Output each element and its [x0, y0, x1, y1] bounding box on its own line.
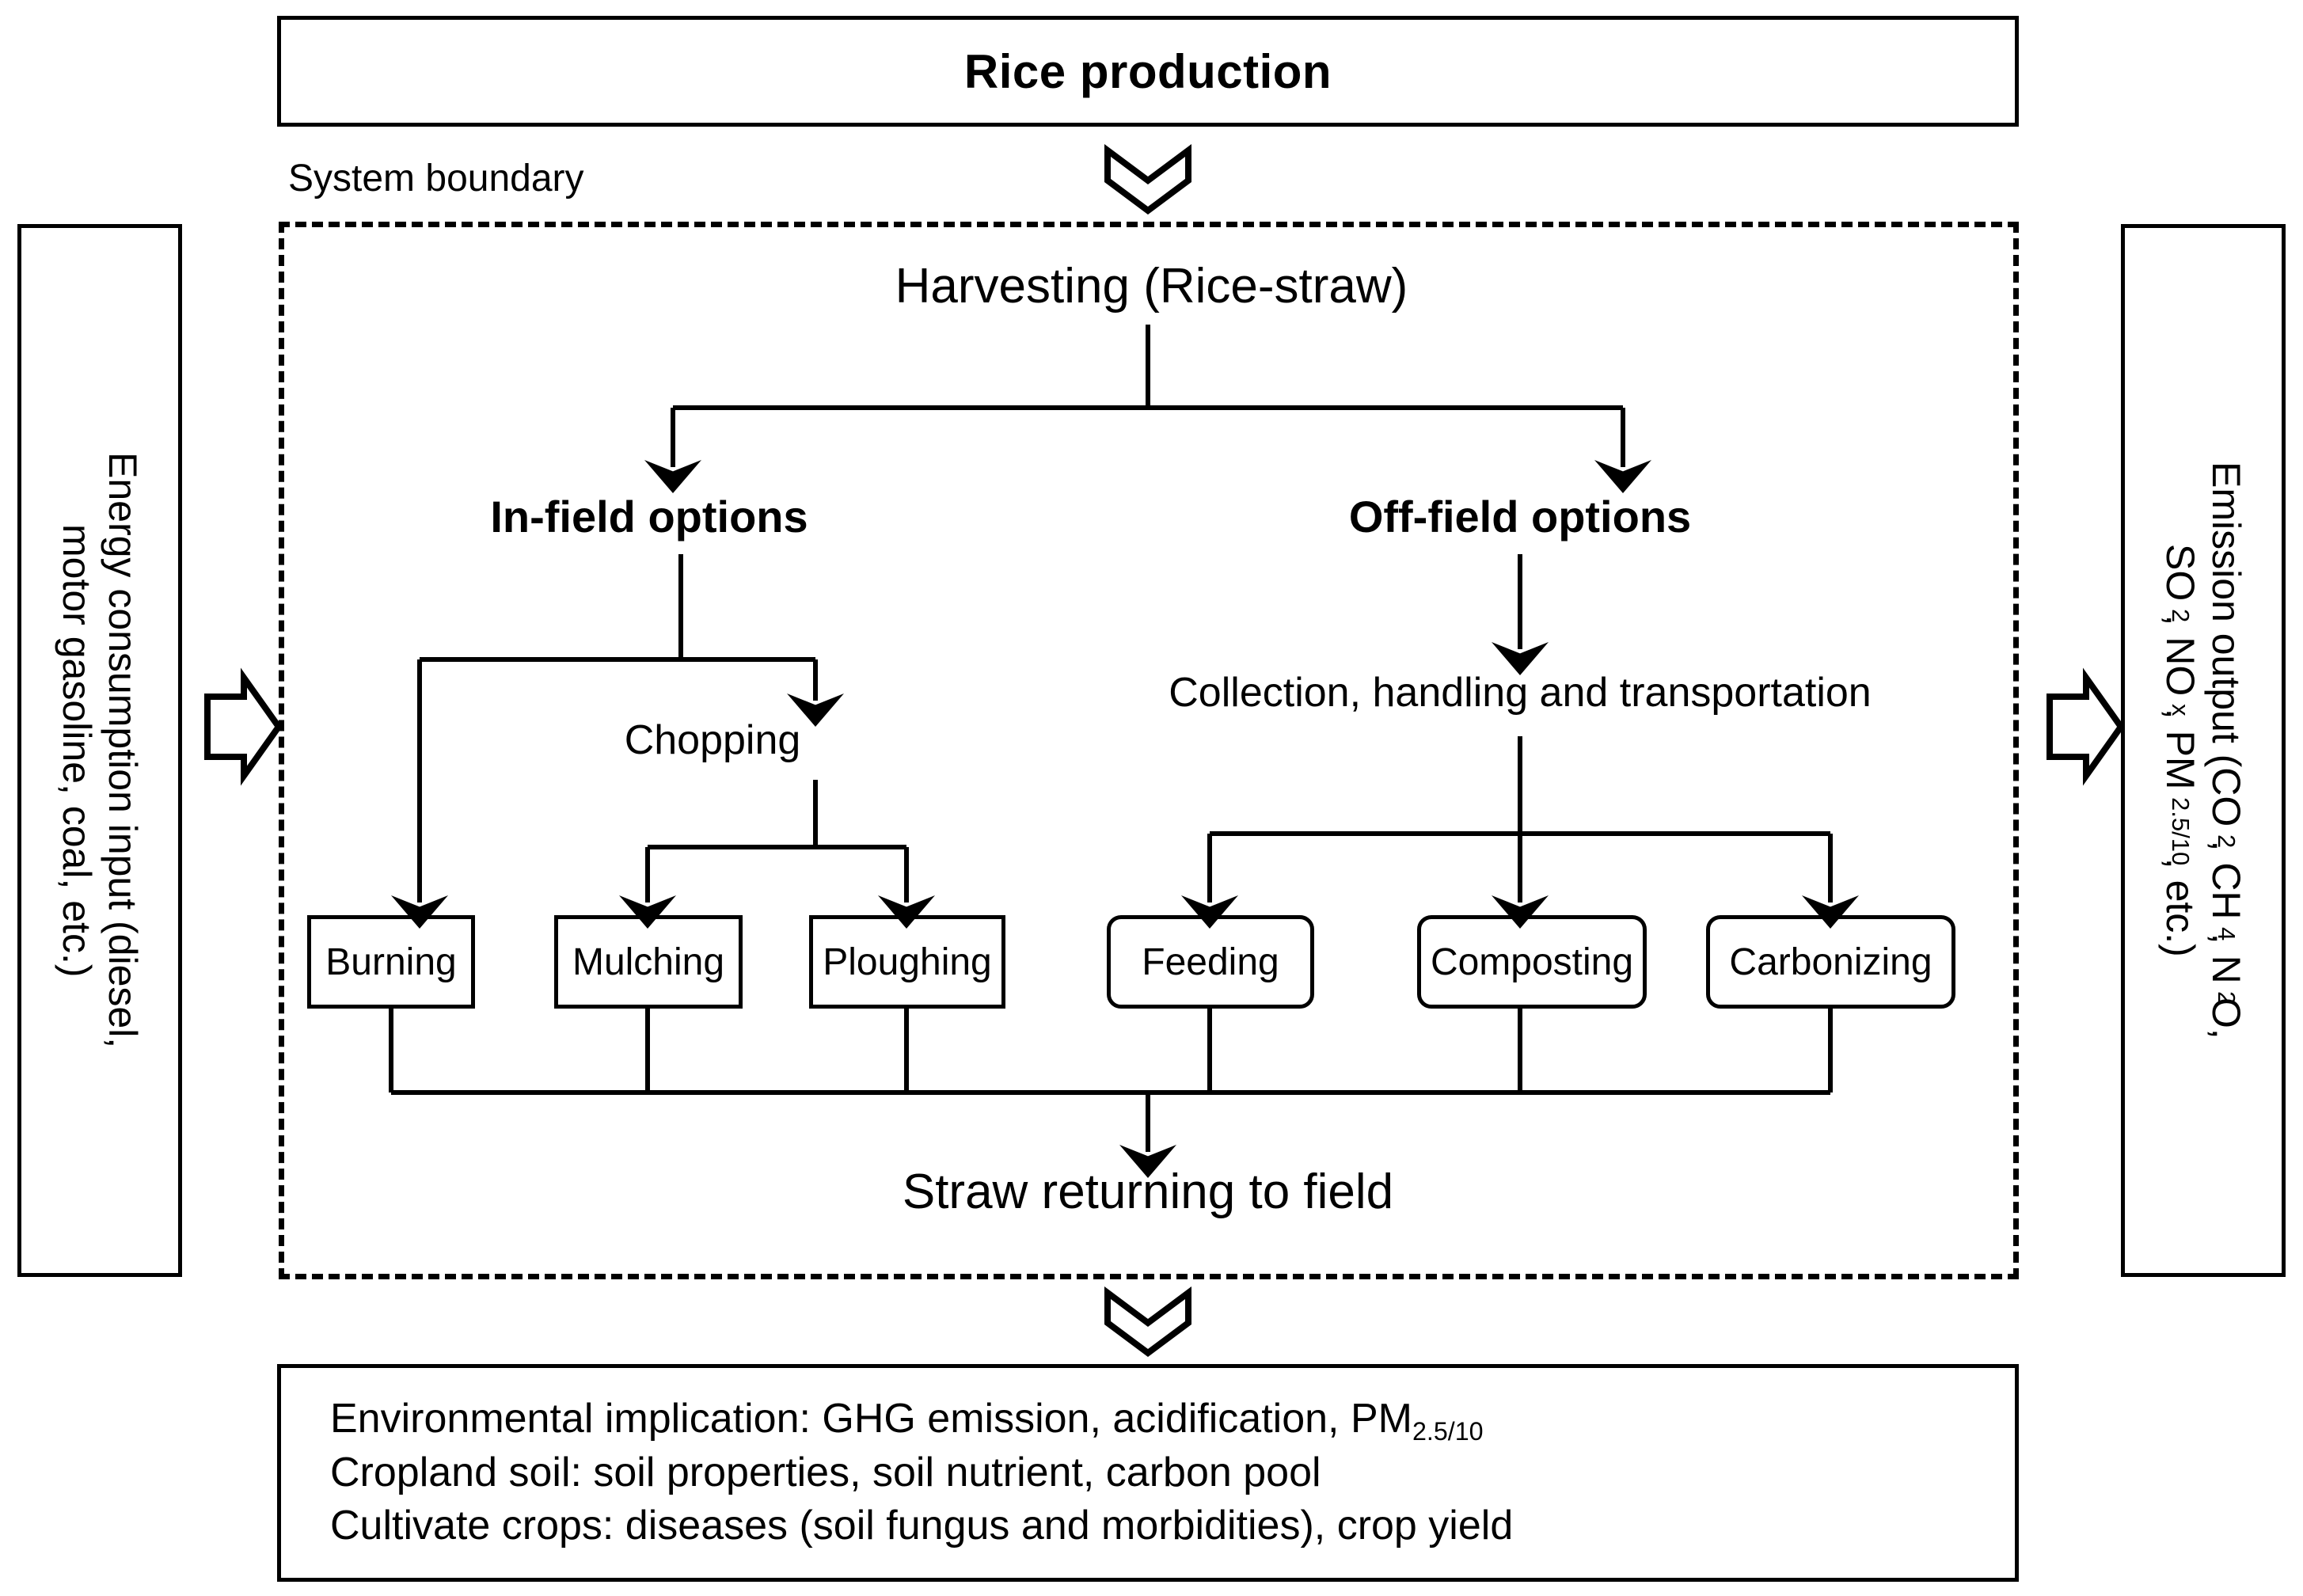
- process-label: Carbonizing: [1729, 940, 1932, 983]
- emission-output-panel: Emission output (CO2, CH4, N2O, SO2, NOx…: [2121, 224, 2286, 1277]
- straw-returning-label: Straw returning to field: [902, 1165, 1394, 1219]
- block-arrow-right-icon-right: [2046, 667, 2125, 786]
- process-box-ploughing: Ploughing: [809, 915, 1005, 1009]
- rice-production-label: Rice production: [963, 44, 1332, 98]
- emission-output-line-1: Emission output (CO2, CH4, N2O,: [2204, 462, 2248, 1039]
- implications-box: Environmental implication: GHG emission,…: [277, 1364, 2019, 1582]
- process-box-composting: Composting: [1417, 915, 1647, 1009]
- in-field-options-label: In-field options: [490, 492, 808, 542]
- system-boundary-label: System boundary: [288, 158, 584, 200]
- emission-output-text: Emission output (CO2, CH4, N2O, SO2, NOx…: [2157, 462, 2249, 1039]
- chopping-label: Chopping: [624, 717, 801, 763]
- emission-output-line-2: SO2, NOx, PM2.5/10, etc.): [2158, 544, 2202, 957]
- process-box-mulching: Mulching: [554, 915, 743, 1009]
- implications-text: Environmental implication: GHG emission,…: [281, 1393, 1513, 1553]
- chevron-down-icon-top: [1104, 144, 1191, 215]
- process-box-feeding: Feeding: [1107, 915, 1314, 1009]
- process-label: Ploughing: [823, 940, 992, 983]
- process-box-carbonizing: Carbonizing: [1706, 915, 1955, 1009]
- process-label: Feeding: [1142, 940, 1279, 983]
- process-label: Burning: [325, 940, 457, 983]
- rice-production-box: Rice production: [277, 16, 2019, 127]
- implications-line-2: Cropland soil: soil properties, soil nut…: [330, 1449, 1321, 1495]
- energy-input-line-1: Energy consumption input (diesel,: [101, 452, 145, 1049]
- chevron-down-icon-bottom: [1104, 1286, 1191, 1357]
- energy-input-text: Energy consumption input (diesel, motor …: [54, 452, 146, 1048]
- system-boundary-box: [279, 222, 2019, 1279]
- implications-line-1: Environmental implication: GHG emission,…: [330, 1396, 1484, 1446]
- harvesting-label: Harvesting (Rice-straw): [895, 259, 1408, 314]
- collection-handling-transportation-label: Collection, handling and transportation: [1169, 670, 1872, 716]
- process-box-burning: Burning: [307, 915, 475, 1009]
- implications-line-3: Cultivate crops: diseases (soil fungus a…: [330, 1503, 1514, 1549]
- energy-input-panel: Energy consumption input (diesel, motor …: [17, 224, 182, 1277]
- energy-input-line-2: motor gasoline, coal, etc.): [55, 523, 99, 978]
- off-field-options-label: Off-field options: [1348, 492, 1692, 542]
- process-label: Composting: [1430, 940, 1634, 983]
- process-label: Mulching: [572, 940, 725, 983]
- block-arrow-right-icon-left: [204, 667, 283, 786]
